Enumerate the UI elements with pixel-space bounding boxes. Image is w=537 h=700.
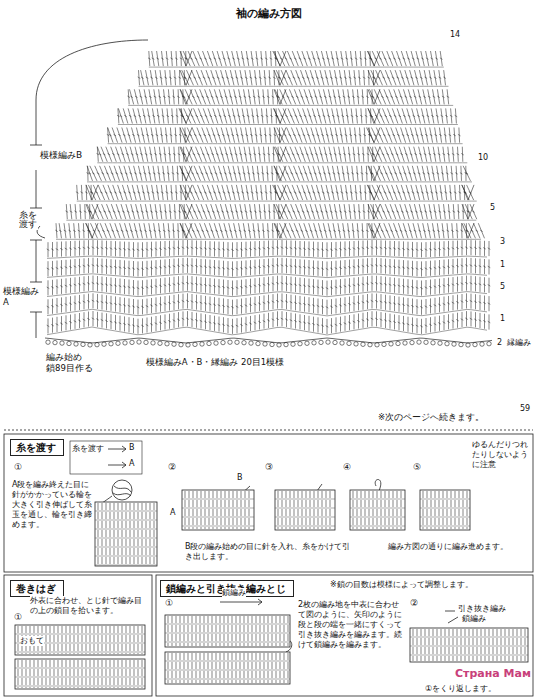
- row-number: 2: [497, 338, 502, 348]
- crochet-chart: [45, 51, 492, 347]
- section-title: 糸を渡す: [16, 441, 58, 454]
- step-number: ②: [410, 598, 418, 609]
- instruction-text: ①をくり返します。: [425, 684, 496, 694]
- border-label: 縁編み: [507, 338, 531, 348]
- continued-note: ※次のページへ続きます。: [378, 412, 484, 423]
- caution-note: ゆるんだりつれたりしないように注意: [472, 440, 530, 470]
- chart-title: 袖の編み方図: [0, 7, 537, 21]
- watermark: Страна Мам: [455, 667, 531, 681]
- pattern-label: 模様編みB: [40, 150, 82, 161]
- row-number: 14: [450, 30, 460, 40]
- step-number: ①: [14, 612, 22, 623]
- start-note: 編み始め 鎖89目作る: [46, 352, 108, 373]
- row-number: 1: [500, 260, 505, 270]
- row-number: 1: [500, 314, 505, 324]
- pattern-label: 模様編みA: [3, 286, 39, 307]
- section-header: 糸を渡す: [10, 439, 64, 456]
- page-number: 59: [520, 404, 530, 414]
- legend-letter: B: [129, 443, 135, 453]
- section-title: 巻きはぎ: [16, 582, 58, 595]
- note-text: ※鎖の目数は模様によって調整します。: [330, 580, 473, 590]
- instruction-text: B段の編み始めの目に針を入れ、糸をかけて引き出します。: [185, 542, 355, 562]
- row-number: 3: [500, 237, 505, 247]
- row-number: 5: [490, 203, 495, 213]
- row-number: 5: [500, 282, 505, 292]
- step-number: ①: [165, 598, 173, 609]
- row-letter: A: [170, 508, 175, 518]
- step-number: ④: [343, 462, 351, 473]
- repeat-note: 模様編みA・B・縁編み 20目1模様: [140, 357, 290, 368]
- step-number: ①: [14, 462, 22, 473]
- step-number: ⑤: [413, 462, 421, 473]
- step-number: ②: [168, 462, 176, 473]
- row-number: 10: [478, 153, 488, 163]
- instruction-text: 外表に合わせ、とじ針で編み目の上の鎖目を拾います。: [30, 596, 148, 616]
- instruction-text: 編み方図の通りに編み進めます。: [388, 542, 528, 552]
- row-letter: B: [237, 473, 243, 483]
- stitch-label: 鎖編み: [222, 588, 246, 598]
- legend-letter: A: [129, 459, 134, 469]
- pattern-label: 糸を渡す: [19, 211, 38, 230]
- step-number: ③: [265, 462, 273, 473]
- side-label: おもて: [20, 636, 44, 646]
- stitch-label: 鎖編み: [462, 614, 486, 624]
- instruction-text: A段を編み終えた目に針がかかっている輪を大きく引き伸ばして糸玉を通し、輪を引き締…: [12, 480, 92, 530]
- section-header: 巻きはぎ: [10, 580, 64, 597]
- legend-text: 糸を渡す: [72, 444, 104, 454]
- stitch-label: 引き抜き編み: [458, 604, 506, 614]
- chart-brackets: [30, 40, 148, 338]
- instruction-text: 2枚の編み地を中表に合わせて図のように、矢印のように段と段の端を一緒にすくって引…: [298, 600, 404, 650]
- panel-borders: [4, 430, 533, 696]
